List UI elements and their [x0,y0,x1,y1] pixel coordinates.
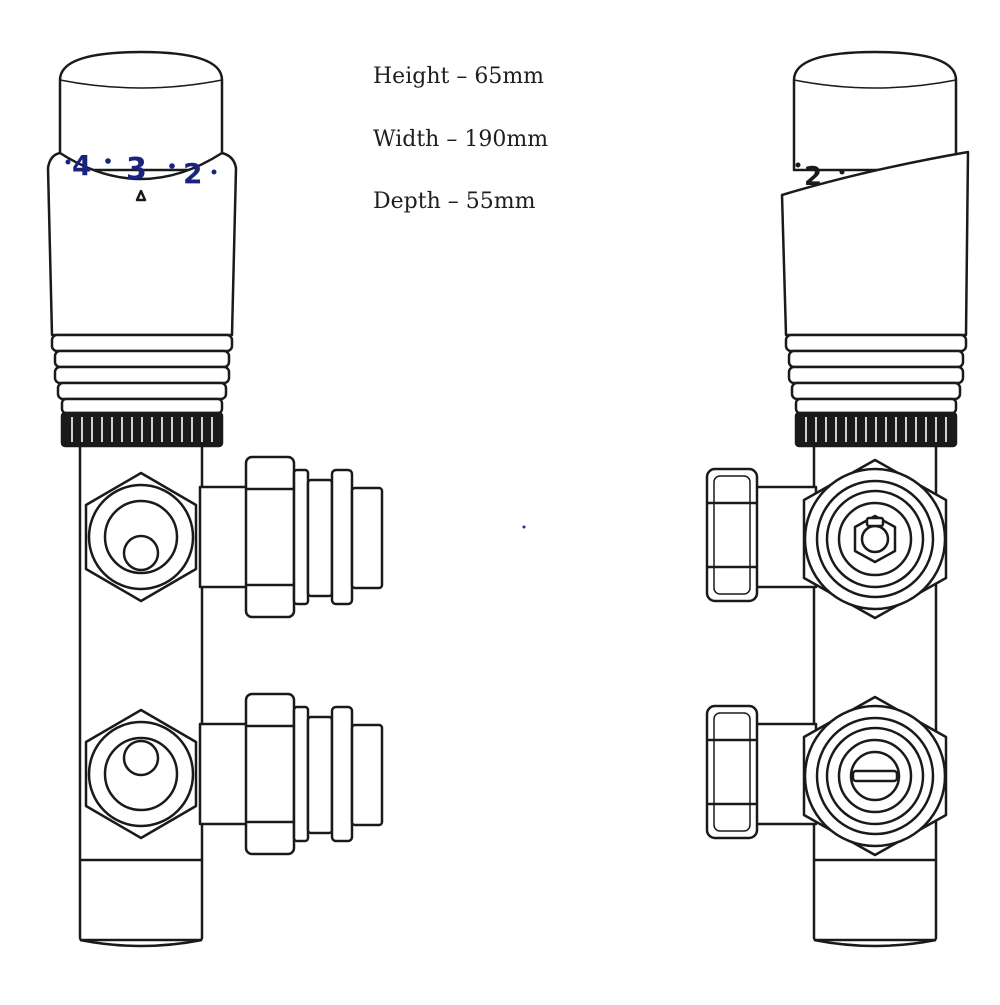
left-dial-pointer [135,189,147,202]
dial-dot [65,159,71,165]
left-ring-knurl [71,417,213,442]
right-ring-knurl [805,417,947,442]
right-lower-port [705,695,948,857]
dial-dot [105,158,111,164]
right-head-shell [780,150,970,337]
right-head-ribs [784,333,968,415]
depth-dimension: Depth – 55mm [373,189,536,214]
height-dimension: Height – 65mm [373,64,545,89]
dial-number-3: 3 [126,152,147,187]
right-upper-port [705,458,948,620]
dial-dot [795,162,801,168]
left-lower-port [84,692,384,856]
left-valve: 4 3 2 [46,50,384,948]
dial-number-2-side: 2 [804,162,822,192]
width-dimension: Width – 190mm [373,127,549,152]
left-head-cap [58,50,224,172]
dial-dot [211,169,217,175]
dial-dot [839,169,845,175]
dial-dot [169,163,175,169]
right-head-cap [792,50,958,172]
dial-number-4: 4 [72,149,91,182]
left-upper-port [84,455,384,619]
stray-dot [522,525,526,529]
right-valve: 2 [705,50,970,948]
left-head-ribs [50,333,234,415]
left-head-shell [46,151,238,337]
dial-number-2: 2 [183,157,202,190]
